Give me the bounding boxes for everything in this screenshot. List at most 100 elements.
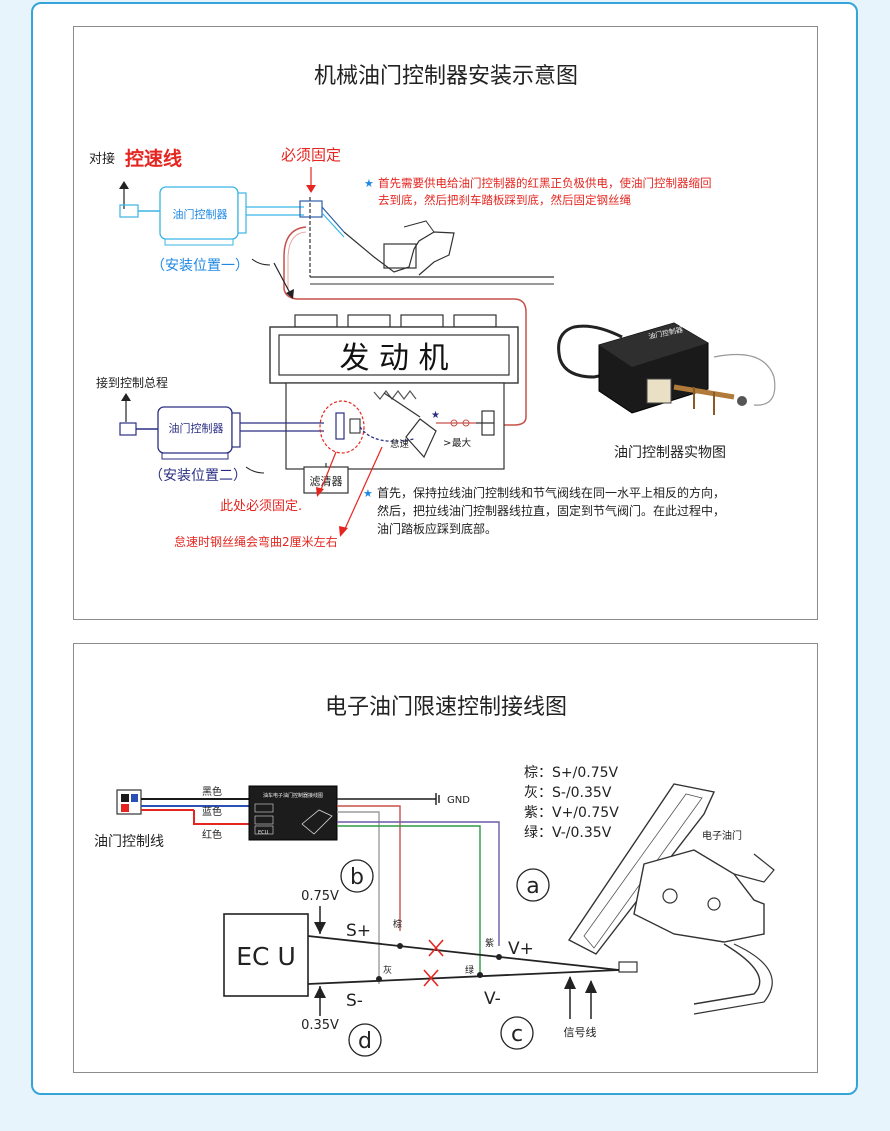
module-ecu: ECU — [258, 830, 269, 836]
letter-a: a — [526, 874, 539, 899]
mechanical-diagram-panel: 机械油门控制器安装示意图 对接 控速线 油门控制器 （安装位置一） 必须固定 ★… — [73, 26, 818, 620]
volt-top: 0.75V — [301, 889, 339, 904]
cable-pointer-head — [286, 289, 294, 299]
pedal-assembly — [299, 197, 554, 285]
cable-label: 油门控制线 — [94, 834, 164, 850]
gnd-label: GND — [447, 795, 470, 806]
idle-bend-note: 怠速时钢丝绳会弯曲2厘米左右 — [174, 534, 338, 549]
bracket-2 — [245, 466, 265, 474]
install-position-1: （安装位置一） — [151, 258, 249, 274]
note-2-star: ★ — [363, 487, 373, 500]
filter-label: 滤清器 — [310, 475, 343, 488]
circle-d — [348, 1023, 382, 1057]
green-tag: 绿 — [465, 964, 474, 976]
fix-here-label: 此处必须固定. — [220, 499, 302, 514]
connect-prefix: 对接 — [89, 151, 115, 167]
fix-here-arrow-head — [316, 487, 324, 497]
cable-connector — [116, 789, 142, 815]
controller-label-1: 油门控制器 — [173, 207, 228, 221]
electronic-title: 电子油门限速控制接线图 — [325, 695, 567, 720]
photo-caption: 油门控制器实物图 — [614, 445, 726, 461]
arrow-head-1 — [119, 181, 129, 189]
max-label: 最大 — [452, 437, 472, 449]
circle-a — [516, 868, 550, 902]
signal-line-bottom — [307, 969, 620, 985]
wire-red-label: 红色 — [202, 828, 222, 841]
controller-position-2 — [119, 406, 324, 460]
letter-d: d — [358, 1029, 372, 1054]
connect-control-cable: 接到控制总程 — [96, 375, 168, 390]
legend-brown: 棕：S+/0.75V — [524, 765, 619, 781]
junction-green — [477, 972, 483, 978]
signal-line-top — [307, 935, 620, 971]
letter-b: b — [350, 865, 364, 890]
pedal-label: 电子油门 — [702, 829, 742, 842]
signal-line-label: 信号线 — [564, 1025, 597, 1039]
note-1-star: ★ — [364, 177, 374, 190]
engine-block — [269, 314, 519, 470]
signal-arrow-2-head — [585, 980, 597, 993]
wire-red-2 — [193, 810, 249, 825]
volt-bottom: 0.35V — [301, 1018, 339, 1033]
cut-mark-bottom — [423, 969, 439, 987]
throttle-cable-top-inner — [287, 231, 307, 289]
note-2-line1: 首先，保持拉线油门控制线和节气阀线在同一水平上相反的方向， — [377, 485, 725, 500]
letter-c: c — [511, 1022, 523, 1047]
note-1-line1: 首先需要供电给油门控制器的红黑正负极供电，使油门控制器缩回 — [378, 176, 712, 190]
controller-label-2: 油门控制器 — [169, 421, 224, 435]
volt-bottom-arrow-head — [314, 986, 326, 998]
throttle-cable-top — [283, 226, 527, 426]
legend-green: 绿：V-/0.35V — [524, 825, 612, 841]
bracket-1 — [251, 258, 271, 266]
bend-note-arrow-head — [339, 526, 348, 537]
v-minus-label: V- — [484, 989, 501, 1009]
junction-purple — [496, 954, 502, 960]
circle-b — [340, 859, 374, 893]
throttle-linkage: ★ — [319, 390, 495, 459]
electronic-pedal — [567, 783, 775, 1015]
connect-speed-line: 控速线 — [125, 147, 182, 170]
wire-black-label: 黑色 — [202, 785, 222, 798]
filter-box — [303, 466, 349, 494]
wire-grey — [337, 811, 380, 984]
install-position-2: （安装位置二） — [149, 468, 247, 484]
circle-c — [500, 1016, 534, 1050]
volt-top-arrow-head — [314, 922, 326, 934]
wire-blue-label: 蓝色 — [202, 805, 222, 818]
max-arrow-icon: > — [443, 438, 451, 449]
cut-mark-top — [428, 939, 444, 957]
ecu-label: EC U — [236, 942, 296, 971]
arrow-head-2 — [121, 393, 131, 401]
grey-tag: 灰 — [383, 964, 392, 976]
note-1-line2: 去到底，然后把刹车踏板踩到底，然后固定钢丝绳 — [378, 193, 631, 207]
s-minus-label: S- — [346, 991, 363, 1011]
svg-text:★: ★ — [431, 410, 440, 421]
signal-arrow-1-head — [564, 976, 576, 989]
must-fix-label: 必须固定 — [281, 146, 341, 164]
wire-brown — [337, 805, 401, 931]
controller-position-1 — [119, 186, 304, 246]
module-title: 油车电子油门控制器接线图 — [263, 792, 323, 799]
controller-module — [248, 785, 338, 841]
legend-purple: 紫：V+/0.75V — [524, 805, 619, 821]
electronic-diagram: 电子油门限速控制接线图 棕：S+/0.75V 灰：S-/0.35V 紫：V+/0… — [94, 695, 775, 1057]
legend-grey: 灰：S-/0.35V — [524, 785, 612, 801]
s-plus-label: S+ — [346, 921, 371, 941]
ecu-box — [223, 913, 309, 997]
wire-purple — [337, 821, 500, 946]
junction-grey — [376, 976, 382, 982]
purple-tag: 紫 — [485, 938, 494, 949]
note-2-line2: 然后，把拉线油门控制器线拉直，固定到节气阀门。在此过程中， — [377, 503, 725, 518]
bend-note-arrow — [343, 446, 383, 532]
engine-label: 发 动 机 — [339, 341, 448, 376]
idle-label: 怠速 — [390, 438, 410, 450]
cable-pointer — [273, 262, 291, 294]
v-plus-label: V+ — [508, 939, 534, 959]
junction-brown — [397, 943, 403, 949]
electronic-diagram-panel: 电子油门限速控制接线图 棕：S+/0.75V 灰：S-/0.35V 紫：V+/0… — [73, 643, 818, 1073]
brown-tag: 棕 — [393, 918, 402, 930]
mechanical-title: 机械油门控制器安装示意图 — [314, 64, 578, 89]
note-2-line3: 油门踏板应踩到底部。 — [377, 521, 497, 536]
wire-green — [337, 825, 481, 978]
fix-here-arrow — [319, 451, 337, 493]
